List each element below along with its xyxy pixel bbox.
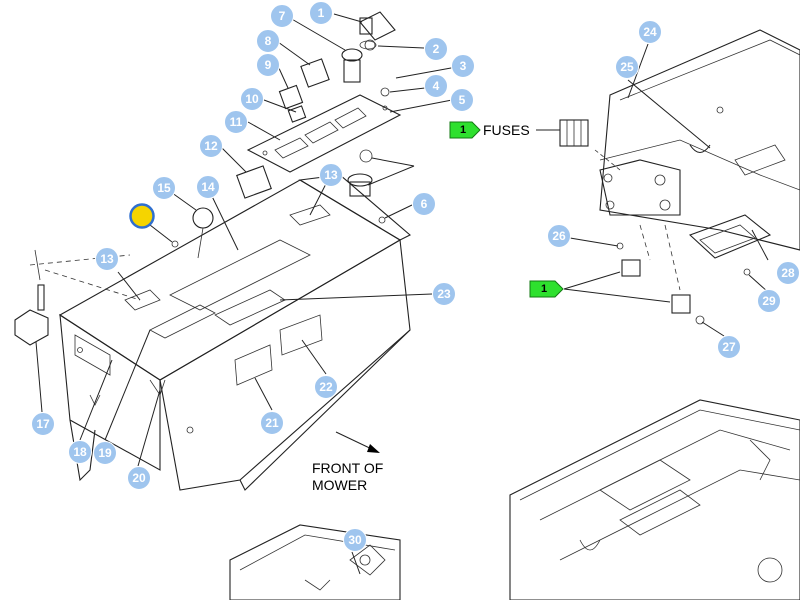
svg-text:13: 13 bbox=[324, 168, 338, 182]
svg-text:20: 20 bbox=[132, 471, 146, 485]
svg-text:1: 1 bbox=[541, 283, 547, 295]
callout-3: 3 bbox=[451, 54, 475, 78]
callout-8: 8 bbox=[256, 29, 280, 53]
leader-lines bbox=[35, 13, 769, 575]
callout-6: 6 bbox=[412, 192, 436, 216]
callout-9: 9 bbox=[256, 53, 280, 77]
callout-22: 22 bbox=[314, 375, 338, 399]
svg-text:1: 1 bbox=[318, 6, 325, 20]
svg-text:11: 11 bbox=[230, 115, 243, 129]
svg-text:28: 28 bbox=[781, 266, 795, 280]
bottom-right-assembly bbox=[509, 399, 800, 600]
svg-text:8: 8 bbox=[265, 34, 272, 48]
svg-text:30: 30 bbox=[348, 533, 362, 547]
callout-24: 24 bbox=[638, 20, 662, 44]
svg-text:6: 6 bbox=[421, 197, 428, 211]
svg-text:24: 24 bbox=[643, 25, 657, 39]
mower-label: MOWER bbox=[312, 477, 367, 493]
svg-text:12: 12 bbox=[204, 139, 218, 153]
callout-7: 7 bbox=[270, 4, 294, 28]
svg-text:27: 27 bbox=[722, 340, 736, 354]
callout-27: 27 bbox=[717, 335, 741, 359]
svg-text:10: 10 bbox=[245, 92, 259, 106]
callout-11: 11 bbox=[224, 110, 248, 134]
bottom-center-assembly bbox=[229, 524, 401, 600]
right-bracket-assembly bbox=[559, 29, 800, 325]
callout-19: 19 bbox=[93, 441, 117, 465]
svg-text:26: 26 bbox=[552, 229, 566, 243]
svg-text:19: 19 bbox=[98, 446, 112, 460]
svg-text:1: 1 bbox=[460, 124, 466, 136]
console-housing bbox=[58, 174, 411, 491]
callout-1: 1 bbox=[309, 1, 333, 25]
callout-23: 23 bbox=[432, 282, 456, 306]
callout-13: 13 bbox=[319, 163, 343, 187]
front-of-label: FRONT OF bbox=[312, 460, 383, 476]
callout-2: 2 bbox=[424, 37, 448, 61]
svg-text:29: 29 bbox=[762, 294, 776, 308]
svg-text:23: 23 bbox=[437, 287, 451, 301]
fuses-label: FUSES bbox=[483, 122, 530, 138]
callout-10: 10 bbox=[240, 87, 264, 111]
callout-29: 29 bbox=[757, 289, 781, 313]
callout-12: 12 bbox=[199, 134, 223, 158]
callout-13b: 13 bbox=[95, 247, 119, 271]
callout-16-highlight bbox=[129, 203, 155, 229]
callout-18: 18 bbox=[68, 440, 92, 464]
callout-26: 26 bbox=[547, 224, 571, 248]
callout-20: 20 bbox=[127, 466, 151, 490]
callout-5: 5 bbox=[450, 88, 474, 112]
callout-28: 28 bbox=[776, 261, 800, 285]
callout-30: 30 bbox=[343, 528, 367, 552]
fuses-reference-flag: 1 bbox=[449, 121, 481, 139]
svg-text:5: 5 bbox=[459, 93, 466, 107]
callout-14: 14 bbox=[196, 175, 220, 199]
svg-text:21: 21 bbox=[265, 416, 279, 430]
svg-text:7: 7 bbox=[279, 9, 286, 23]
front-direction-arrow bbox=[335, 431, 380, 453]
svg-text:4: 4 bbox=[433, 79, 440, 93]
left-switch-assembly bbox=[14, 249, 141, 346]
callout-15: 15 bbox=[152, 176, 176, 200]
svg-text:3: 3 bbox=[460, 59, 467, 73]
svg-text:25: 25 bbox=[620, 60, 634, 74]
svg-text:2: 2 bbox=[433, 42, 440, 56]
svg-text:9: 9 bbox=[265, 58, 272, 72]
callouts: 1 2 3 4 5 6 7 8 9 10 11 12 13 13 14 15 1… bbox=[31, 1, 800, 552]
svg-text:14: 14 bbox=[201, 180, 215, 194]
callout-4: 4 bbox=[424, 74, 448, 98]
switch-panel-plate bbox=[246, 94, 402, 173]
svg-text:15: 15 bbox=[157, 181, 171, 195]
svg-text:18: 18 bbox=[73, 445, 87, 459]
callout-21: 21 bbox=[260, 411, 284, 435]
callout-25: 25 bbox=[615, 55, 639, 79]
svg-text:17: 17 bbox=[36, 417, 50, 431]
svg-text:13: 13 bbox=[100, 252, 114, 266]
callout-17: 17 bbox=[31, 412, 55, 436]
relay-reference-flag: 1 bbox=[529, 280, 564, 298]
small-parts bbox=[171, 11, 396, 259]
svg-text:22: 22 bbox=[319, 380, 333, 394]
